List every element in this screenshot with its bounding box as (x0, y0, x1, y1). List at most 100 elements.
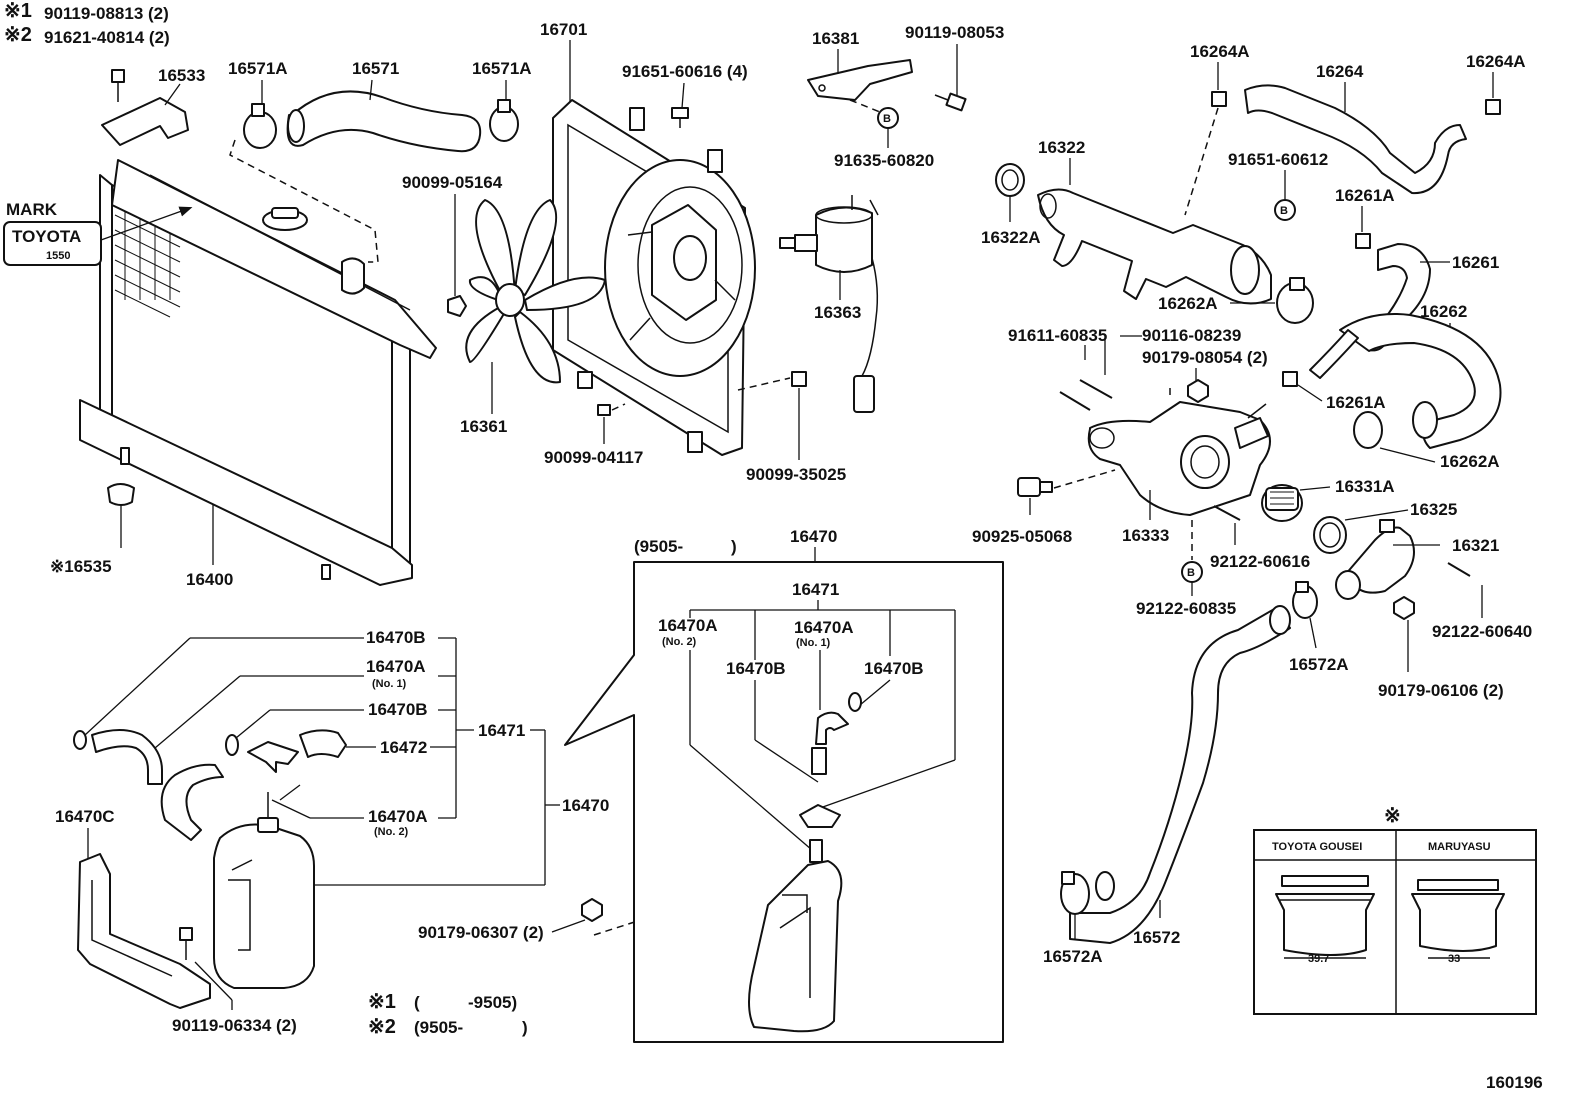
stud-91611 (1059, 391, 1091, 411)
reservoir-box (564, 561, 1004, 1043)
cap-maruyasu (1411, 879, 1505, 952)
hose-a2-label: 16470A (368, 807, 428, 826)
shroud-screw-label: 90099-04117 (544, 448, 643, 467)
box-reservoir-tank (748, 860, 843, 1033)
set-16471-label: 16471 (478, 721, 525, 740)
box-hose-b-left-label: 16470B (726, 659, 786, 678)
tank-16470-label: 16470 (562, 796, 609, 815)
motor-bracket-label: 16381 (812, 29, 859, 48)
mark-brand: TOYOTA (12, 227, 81, 246)
stud-92122-60616 (1213, 505, 1241, 521)
hose-b2 (160, 763, 224, 841)
box-hose-a1-note: (No. 1) (796, 637, 831, 649)
bypass-hose-label: 16264 (1316, 62, 1364, 81)
box-tank-label: 16470 (790, 527, 837, 546)
hose-16472 (299, 729, 347, 758)
shroud-bolt-label: 91651-60616 (4) (622, 62, 748, 81)
hose-472-label: 16472 (380, 738, 427, 757)
cap-toyota-gousei (1275, 875, 1375, 956)
bracket-bolt (111, 69, 125, 83)
upper-radiator-hose (243, 90, 519, 153)
hose-b2-label: 16470B (368, 700, 428, 719)
box-reservoir-parts (748, 692, 862, 1033)
fan-motor-label: 16363 (814, 303, 861, 322)
thermostat-gasket-label: 16325 (1410, 500, 1457, 519)
drain-cock (107, 483, 135, 506)
table-dim-1: 39.7 (1308, 953, 1329, 965)
radiator-upper-tank (111, 159, 437, 359)
shroud-bolt (671, 107, 689, 119)
reservoir-nut-label: 90179-06307 (2) (418, 923, 544, 942)
radiator-lower-tank (79, 399, 413, 586)
stud-1-label: 91611-60835 (1008, 326, 1107, 345)
water-inlet (1335, 519, 1415, 600)
box-hose-clip (848, 692, 862, 712)
hose-a1-label: 16470A (366, 657, 426, 676)
hose-clamp-a-label: 16261A (1335, 186, 1395, 205)
radiator-bracket (101, 69, 189, 146)
stud-90116 (1079, 379, 1113, 399)
lower-radiator-hose (1069, 605, 1291, 944)
radiator-assembly (79, 159, 437, 586)
inlet-gasket-label: 16322A (981, 228, 1041, 247)
shroud-label: 16701 (540, 20, 587, 39)
ref-b-inlet: B (1280, 205, 1288, 217)
ref-b-top: B (883, 113, 891, 125)
inlet-bolt-label: 91651-60612 (1228, 150, 1328, 169)
thermostat-nut-label: 90179-08054 (2) (1142, 348, 1268, 367)
box-hose-b (811, 747, 827, 775)
bottom-n2-close: ) (522, 1018, 528, 1037)
lower-clamp-b-label: 16572A (1043, 947, 1103, 966)
box-reservoir-cap (799, 804, 841, 828)
fan-motor (779, 195, 879, 413)
thermostat (1261, 484, 1303, 522)
reservoir-hoses (73, 729, 347, 841)
mark-box (3, 221, 102, 266)
clamp-262a-label: 16262A (1158, 294, 1218, 313)
upper-hose-label: 16571 (352, 59, 399, 78)
bottom-n2-range: (9505- (414, 1018, 463, 1037)
bypass-clamp-left (1211, 91, 1227, 107)
note-mark-1: ※1 (4, 0, 32, 22)
hose-b1-label: 16470B (366, 628, 426, 647)
water-inlet-pipe (1037, 188, 1272, 305)
harness-clip (791, 371, 807, 387)
box-hose-a1 (815, 711, 849, 745)
bottom-mark-2: ※2 (368, 1016, 396, 1038)
sensor-label: 90925-05068 (972, 527, 1072, 546)
inlet-nut-label: 90179-06106 (2) (1378, 681, 1504, 700)
box-range-open: (9505- (634, 537, 683, 556)
thermostat-gasket (1313, 516, 1347, 554)
reservoir-tank-left (213, 792, 315, 989)
radiator-label: 16400 (186, 570, 233, 589)
hose-clamp-a-2-label: 16261A (1326, 393, 1386, 412)
reservoir-bolt-label: 90119-06334 (2) (172, 1016, 297, 1035)
hose-16262 (1339, 313, 1502, 449)
hose-clip-b1 (73, 730, 87, 750)
inlet-pipe-gasket (995, 163, 1025, 197)
harness-clip-label: 90099-35025 (746, 465, 846, 484)
clamp-262a-2-label: 16262A (1440, 452, 1500, 471)
reservoir-bracket-label: 16470C (55, 807, 115, 826)
water-inlet-label: 16321 (1452, 536, 1499, 555)
note-mark-2: ※2 (4, 24, 32, 46)
reservoir-nut (581, 898, 603, 922)
inlet-nut (1393, 596, 1415, 620)
stud-5-label: 92122-60640 (1432, 622, 1532, 641)
bypass-hose (1244, 84, 1467, 195)
box-hose-a2-note: (No. 2) (662, 636, 697, 648)
cooling-fan (465, 199, 606, 384)
motor-connector (853, 375, 875, 413)
bypass-clamp-right (1485, 99, 1501, 115)
radiator-inlet-pipe (341, 257, 365, 295)
lower-clamp-a-label: 16572A (1289, 655, 1349, 674)
drain-cock-label: ※16535 (50, 557, 112, 576)
stud-2-label: 90116-08239 (1142, 326, 1241, 345)
table-col-1: TOYOTA GOUSEI (1272, 841, 1362, 853)
bottom-n1-range: -9505) (468, 993, 517, 1012)
upper-clamp-a-label: 16571A (228, 59, 288, 78)
diagram-id: 160196 (1486, 1073, 1543, 1092)
box-set-label: 16471 (792, 580, 839, 599)
fan-label: 16361 (460, 417, 507, 436)
table-ref-mark: ※ (1384, 805, 1401, 827)
